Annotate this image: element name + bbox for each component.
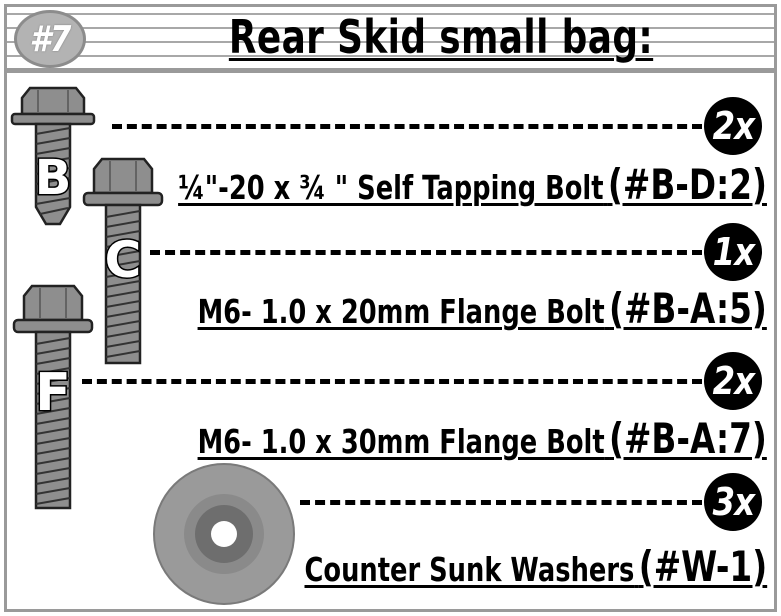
bolt-c-image: C <box>82 157 164 365</box>
bolt-b-letter: B <box>35 150 72 206</box>
part-label-f: M6- 1.0 x 30mm Flange Bolt (#B-A:7) <box>37 414 767 463</box>
qty-badge-b: 2x <box>704 97 762 155</box>
part-desc-washer: Counter Sunk Washers <box>304 550 635 589</box>
part-label-c: M6- 1.0 x 20mm Flange Bolt (#B-A:5) <box>37 284 767 333</box>
bolt-c-letter: C <box>105 231 142 289</box>
part-desc-b: ¼"-20 x ¾ " Self Tapping Bolt <box>178 168 604 207</box>
washer-image <box>153 463 295 605</box>
part-code-c: (#B-A:5) <box>609 284 767 333</box>
part-code-b: (#B-D:2) <box>607 160 767 209</box>
header-rule-lines <box>7 7 774 69</box>
qty-text-washer: 3x <box>712 480 754 524</box>
qty-text-c: 1x <box>712 230 754 274</box>
part-desc-f: M6- 1.0 x 30mm Flange Bolt <box>197 422 605 461</box>
qty-text-f: 2x <box>712 359 754 403</box>
part-code-f: (#B-A:7) <box>609 414 767 463</box>
step-number-badge: #7 <box>14 10 86 68</box>
qty-badge-f: 2x <box>704 352 762 410</box>
header-separator <box>7 68 774 73</box>
qty-badge-c: 1x <box>704 223 762 281</box>
part-code-washer: (#W-1) <box>638 542 767 591</box>
leader-line-c <box>150 250 702 255</box>
part-label-b: ¼"-20 x ¾ " Self Tapping Bolt (#B-D:2) <box>12 160 767 209</box>
bolt-b-image: B <box>10 86 96 226</box>
page-title-wrap: Rear Skid small bag: <box>0 10 781 64</box>
part-label-washer: Counter Sunk Washers (#W-1) <box>174 542 767 591</box>
bolt-f-image: F <box>12 284 94 510</box>
step-number: #7 <box>29 18 72 60</box>
leader-line-b <box>112 124 702 129</box>
leader-line-f <box>82 379 702 384</box>
part-desc-c: M6- 1.0 x 20mm Flange Bolt <box>197 292 605 331</box>
leader-line-washer <box>300 500 702 505</box>
page-title: Rear Skid small bag: <box>228 10 653 64</box>
qty-text-b: 2x <box>712 104 754 148</box>
bolt-f-letter: F <box>35 363 71 423</box>
qty-badge-washer: 3x <box>704 473 762 531</box>
